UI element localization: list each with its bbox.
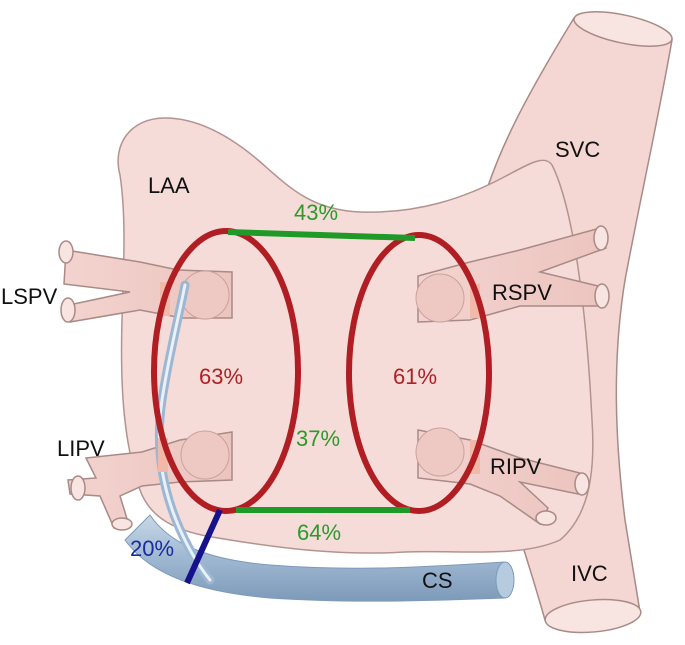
lipv-vessel <box>67 430 233 531</box>
roof-line <box>227 229 416 241</box>
rspv-vessel <box>415 225 610 323</box>
lspv-vessel <box>58 240 233 323</box>
label-ivc: IVC <box>571 561 608 586</box>
mitral-isthmus-line <box>184 508 223 585</box>
label-laa: LAA <box>148 173 190 198</box>
label-svc: SVC <box>555 137 600 162</box>
pct-roof-line: 43% <box>294 200 338 225</box>
label-cs: CS <box>422 568 453 593</box>
pct-right-encircle: 61% <box>393 364 437 389</box>
pct-posterior-box: 37% <box>296 426 340 451</box>
label-lipv: LIPV <box>57 436 105 461</box>
label-lspv: LSPV <box>1 284 58 309</box>
label-rspv: RSPV <box>492 280 552 305</box>
pct-mitral-line: 20% <box>130 536 174 561</box>
left-pv-encirclement <box>151 228 301 514</box>
pct-floor-line: 64% <box>297 520 341 545</box>
pct-left-encircle: 63% <box>199 364 243 389</box>
coronary-sinus-ostium <box>495 561 515 599</box>
right-pv-encirclement <box>346 232 492 514</box>
label-ripv: RIPV <box>490 454 542 479</box>
